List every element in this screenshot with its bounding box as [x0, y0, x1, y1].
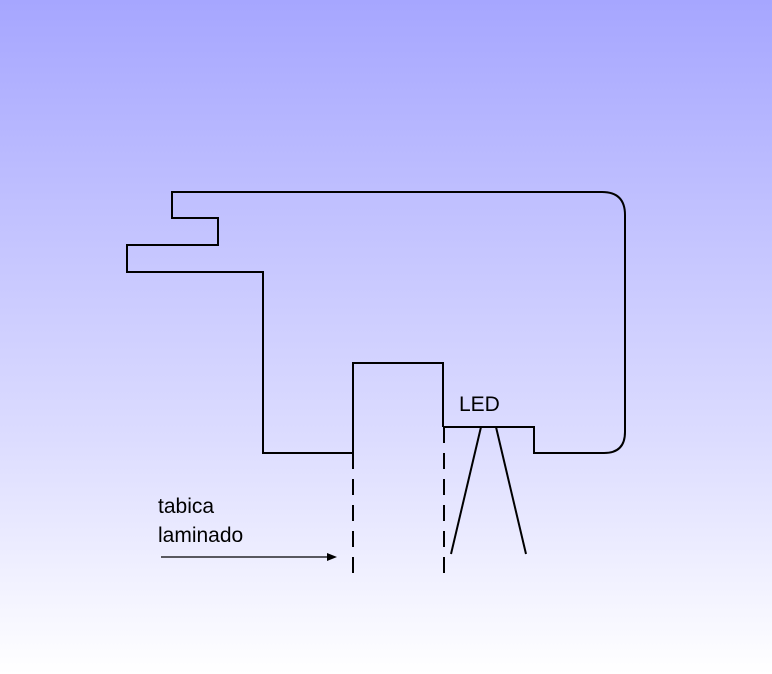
- insertion-arrow-head: [327, 553, 337, 561]
- slot-outline: [352, 362, 444, 453]
- profile-outline: [126, 191, 626, 454]
- material-label-line1: tabica: [158, 495, 214, 518]
- led-label: LED: [459, 393, 500, 416]
- led-beam-right: [495, 426, 527, 555]
- material-label-line2: laminado: [158, 524, 243, 547]
- led-beam-left: [450, 426, 482, 555]
